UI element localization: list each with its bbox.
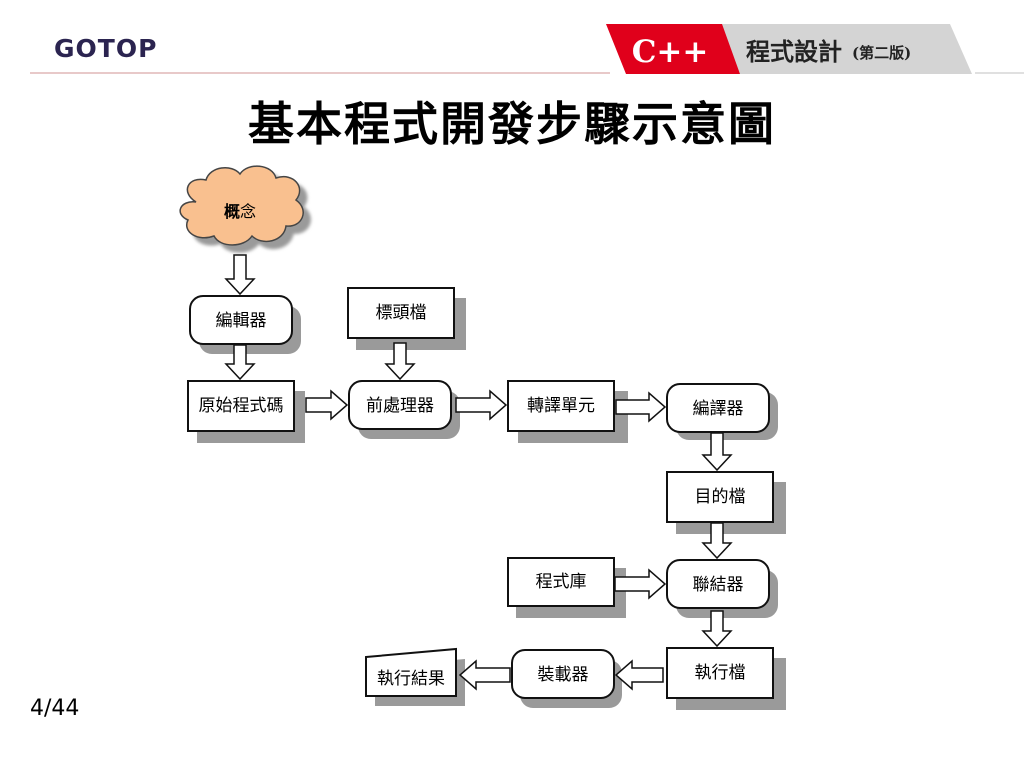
boxes [187,287,774,699]
linker-box [666,559,770,609]
slide-title: 基本程式開發步驟示意圖 [248,97,776,151]
arrow-loader-to-result [458,659,511,691]
source-code-box [187,380,295,432]
header-divider [30,72,610,74]
arrow-source-to-preprocessor [305,389,349,421]
arrow-header-to-preprocessor [384,342,416,381]
concept-text-bold: 概 [224,202,240,221]
executable-box [666,647,774,699]
banner-edition: (第二版) [852,44,911,62]
header-file-label: 標頭檔 [376,303,427,323]
executable-label: 執行檔 [695,663,746,683]
translation-unit-label: 轉譯單元 [527,396,595,416]
linker-label: 聯結器 [693,575,744,595]
arrows [224,254,733,691]
loader-label: 裝載器 [538,665,589,685]
header-file-box [347,287,455,339]
banner-book-title: 程式設計 [746,37,842,66]
concept-cloud [179,165,304,246]
box-labels: 編輯器 標頭檔 原始程式碼 前處理器 轉譯單元 編譯器 目的檔 程式庫 聯結器 … [199,303,746,689]
compiler-box [666,383,770,433]
arrow-editor-to-source [224,344,256,381]
object-file-box [666,471,774,523]
preprocessor-box [348,380,452,430]
banner-red-panel [606,24,740,74]
gotop-logo: GOTOP [54,34,158,63]
arrow-preprocessor-to-translation [455,389,508,421]
arrow-compiler-to-object [701,432,733,472]
banner-cpp: C++ [632,34,709,70]
arrow-object-to-linker [701,522,733,560]
header-divider-right [975,72,1024,74]
editor-box [189,295,293,345]
preprocessor-label: 前處理器 [366,396,434,416]
compiler-label: 編譯器 [693,399,744,419]
library-box [507,557,615,607]
loader-box [511,649,615,699]
translation-unit-box [507,380,615,432]
concept-text: 概念 [224,202,256,221]
editor-label: 編輯器 [216,311,267,331]
arrow-library-to-linker [614,568,667,600]
library-label: 程式庫 [536,572,587,592]
arrow-translation-to-compiler [615,391,667,423]
object-file-label: 目的檔 [695,487,746,507]
arrow-concept-to-editor [224,254,256,296]
book-banner: C++ 程式設計 (第二版) [606,24,972,74]
page-number: 4/44 [30,696,80,721]
arrow-executable-to-loader [614,659,664,691]
source-code-label: 原始程式碼 [199,396,284,416]
arrow-linker-to-executable [701,610,733,648]
banner-gray-panel [720,24,972,74]
result-label: 執行結果 [377,669,445,689]
concept-text-rest: 念 [240,202,256,221]
result-box [365,647,457,697]
